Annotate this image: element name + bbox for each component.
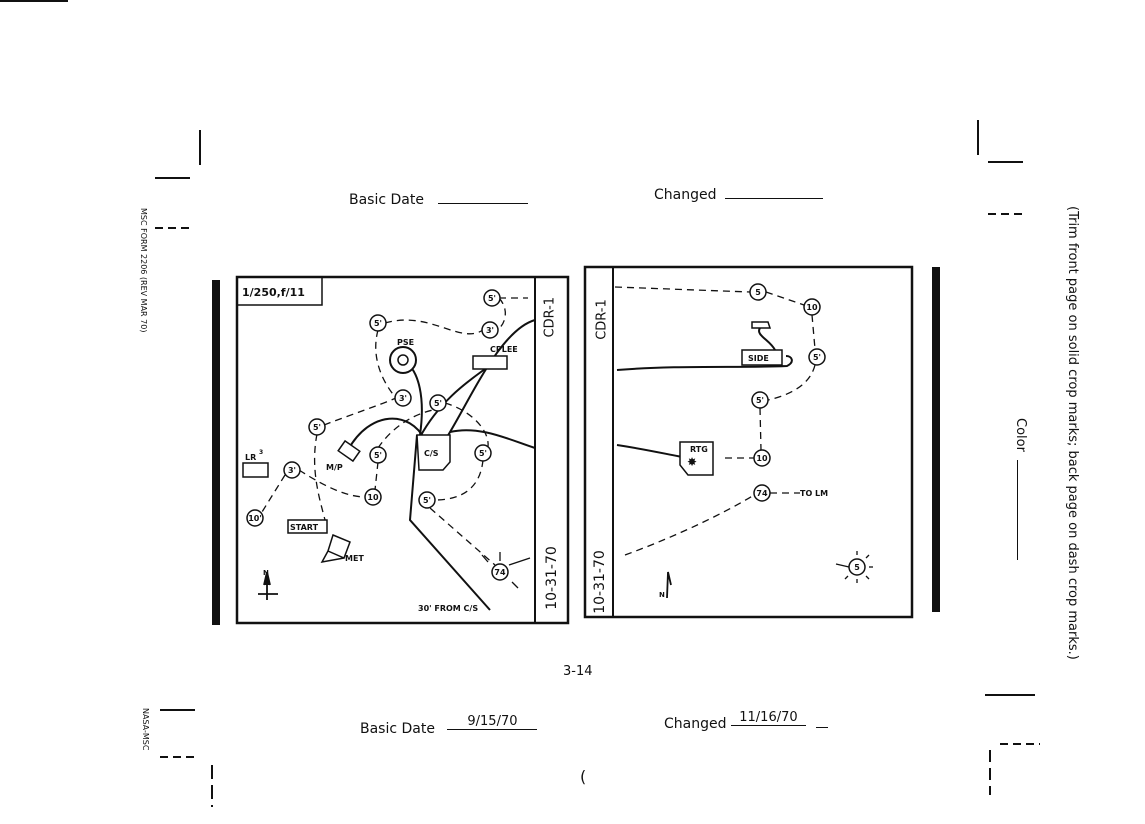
exposure-label: 1/250,f/11 <box>242 286 305 299</box>
footer-basic-date-label: Basic Date <box>360 721 435 737</box>
left-camera-text: CDR-1 <box>542 296 558 338</box>
changed-blank <box>724 198 823 199</box>
page-number: 3-14 <box>563 664 593 679</box>
crop-marks <box>0 0 1040 807</box>
color-field: Color <box>1013 418 1028 561</box>
right-station-markers <box>749 283 866 576</box>
header-changed: Changed <box>654 187 823 203</box>
footer-changed: Changed 11/16/70 <box>664 710 829 733</box>
form-id: MSC FORM 2206 (REV MAR 70) <box>139 208 148 333</box>
basic-date-label: Basic Date <box>349 192 424 208</box>
agency-label: NASA-MSC <box>141 708 150 751</box>
footer-basic-date-value: 9/15/70 <box>447 714 538 730</box>
svg-text:✸: ✸ <box>687 455 697 469</box>
header-basic-date: Basic Date <box>349 192 529 208</box>
right-camera-label: CDR-1 <box>594 299 610 340</box>
footer-basic-date: Basic Date 9/15/70 <box>360 714 538 738</box>
left-map-panel <box>212 275 570 625</box>
color-blank <box>1017 460 1018 561</box>
left-camera-label: CDR-1 <box>543 297 570 338</box>
trim-note: (Trim front page on solid crop marks; ba… <box>1065 206 1080 660</box>
binding-mark: ( <box>580 767 587 786</box>
left-station-markers <box>246 289 509 581</box>
footer-changed-value: 11/16/70 <box>730 710 806 726</box>
footer-changed-label: Changed <box>664 716 727 732</box>
left-date-label: 10-31-70 <box>544 546 560 610</box>
right-map-panel: ✸ <box>583 265 940 619</box>
right-date-label: 10-31-70 <box>592 550 608 614</box>
color-label: Color <box>1013 418 1028 452</box>
footer-changed-tail <box>816 727 829 728</box>
changed-label: Changed <box>654 187 717 203</box>
basic-date-blank <box>438 203 529 204</box>
